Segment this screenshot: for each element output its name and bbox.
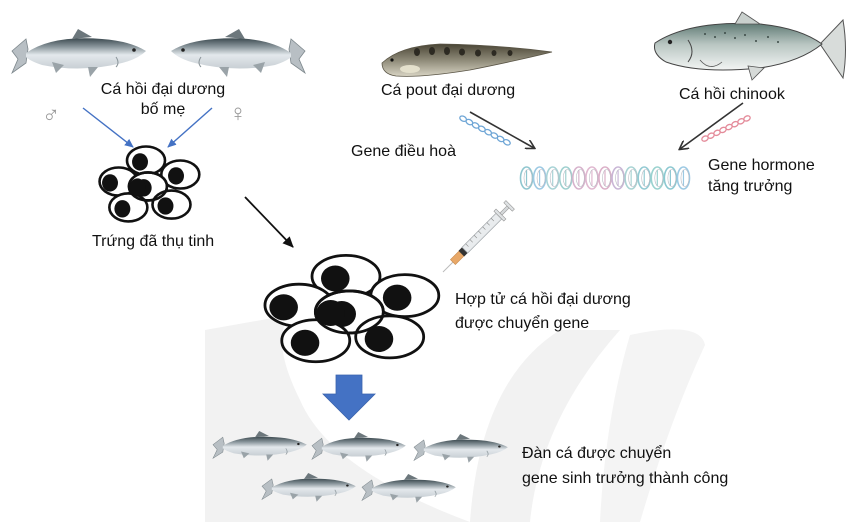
dna-turn	[545, 166, 560, 190]
regulatory-gene-label: Gene điều hoà	[351, 143, 456, 160]
chinook-salmon-image	[654, 11, 846, 81]
school-fish	[413, 433, 509, 464]
school-label-line2: gene sinh trưởng thành công	[522, 470, 729, 487]
dna-inner-strand	[602, 169, 611, 187]
dna-turn	[585, 166, 599, 190]
dna-inner-strand	[562, 169, 572, 187]
dna-inner-strand	[589, 169, 598, 187]
male-symbol-icon: ♂	[42, 102, 60, 129]
egg-cell	[280, 318, 352, 364]
dna-inner-strand	[654, 169, 664, 187]
egg-nucleus	[290, 329, 320, 356]
growth-hormone-gene-label: Gene hormone tăng trưởng	[708, 155, 815, 197]
egg-nucleus	[269, 294, 298, 321]
dna-inner-strand	[667, 169, 677, 187]
dna-inner-strand	[576, 169, 585, 187]
female-salmon-image	[170, 28, 306, 78]
egg-cell	[151, 189, 192, 220]
dna-turn	[624, 166, 638, 190]
parents-label-line2: bố mẹ	[140, 101, 186, 118]
fertilized-eggs-label: Trứng đã thụ tinh	[92, 233, 215, 250]
chinook-label: Cá hồi chinook	[679, 86, 785, 103]
female-to-egg-arrow	[167, 107, 213, 148]
parents-label-line1: Cá hồi đại dương	[100, 81, 226, 98]
eggs-to-zygote-arrow	[244, 196, 294, 248]
dna-inner-strand	[628, 169, 637, 187]
transgenic-fish-school	[212, 430, 509, 504]
egg-cell	[127, 171, 169, 202]
egg-nucleus	[316, 299, 345, 326]
school-fish	[311, 431, 407, 463]
school-label-line1: Đàn cá được chuyển	[522, 445, 672, 462]
dna-inner-strand	[549, 169, 559, 187]
ocean-pout-image	[381, 43, 553, 77]
growth-hormone-label-line2: tăng trưởng	[708, 178, 793, 195]
strand-loop	[502, 138, 511, 146]
egg-cell	[354, 314, 426, 360]
egg-nucleus	[168, 167, 185, 185]
egg-cell	[313, 289, 385, 335]
school-fish	[212, 430, 308, 462]
dna-turn	[572, 166, 586, 190]
chinook-to-dna-arrow	[680, 102, 744, 149]
zygote-label-line2: được chuyển gene	[455, 315, 590, 332]
school-fish	[261, 472, 357, 503]
dna-turn	[676, 166, 691, 190]
growth-hormone-label-line1: Gene hormone	[708, 157, 815, 174]
dna-inner-strand	[680, 169, 690, 187]
pout-to-dna-arrow	[469, 111, 534, 148]
dna-inner-strand	[536, 169, 546, 187]
egg-cell	[160, 159, 201, 190]
transgenic-school-label: Đàn cá được chuyển gene sinh trưởng thàn…	[522, 441, 728, 491]
dna-turn	[637, 166, 652, 190]
dna-inner-strand	[641, 169, 651, 187]
female-symbol-icon: ♀	[229, 100, 247, 127]
regulatory-gene-strand	[459, 115, 511, 146]
male-salmon-image	[11, 28, 147, 78]
dna-inner-strand	[523, 169, 533, 187]
transgenic-zygote-cluster	[263, 253, 441, 364]
egg-nucleus	[102, 174, 118, 192]
male-to-egg-arrow	[82, 107, 134, 148]
dna-turn	[598, 166, 612, 190]
egg-nucleus	[132, 153, 148, 171]
parents-label: Cá hồi đại dương bố mẹ	[73, 80, 253, 120]
transgenic-zygote-label: Hợp tử cá hồi đại dương được chuyển gene	[455, 288, 631, 336]
recombinant-dna-helix	[519, 166, 691, 190]
dna-inner-strand	[615, 169, 624, 187]
syringe-image	[442, 200, 515, 273]
dna-turn	[532, 166, 547, 190]
dna-turn	[663, 166, 678, 190]
school-fish	[361, 473, 457, 504]
dna-turn	[558, 166, 573, 190]
egg-nucleus	[364, 325, 394, 353]
egg-nucleus	[157, 197, 174, 215]
strand-loop	[743, 115, 751, 122]
result-down-arrow	[322, 374, 376, 421]
dna-turn	[650, 166, 665, 190]
egg-cell	[108, 192, 149, 223]
egg-nucleus	[321, 265, 350, 292]
egg-nucleus	[382, 284, 412, 311]
zygote-label-line1: Hợp tử cá hồi đại dương	[455, 291, 631, 308]
growth-hormone-gene-strand	[701, 115, 751, 142]
egg-nucleus	[114, 200, 131, 218]
dna-turn	[611, 166, 625, 190]
egg-cell	[125, 145, 167, 176]
egg-nucleus	[129, 178, 146, 196]
dna-turn	[519, 166, 534, 190]
fertilized-eggs-cluster	[98, 145, 201, 223]
ocean-pout-label: Cá pout đại dương	[381, 82, 516, 99]
